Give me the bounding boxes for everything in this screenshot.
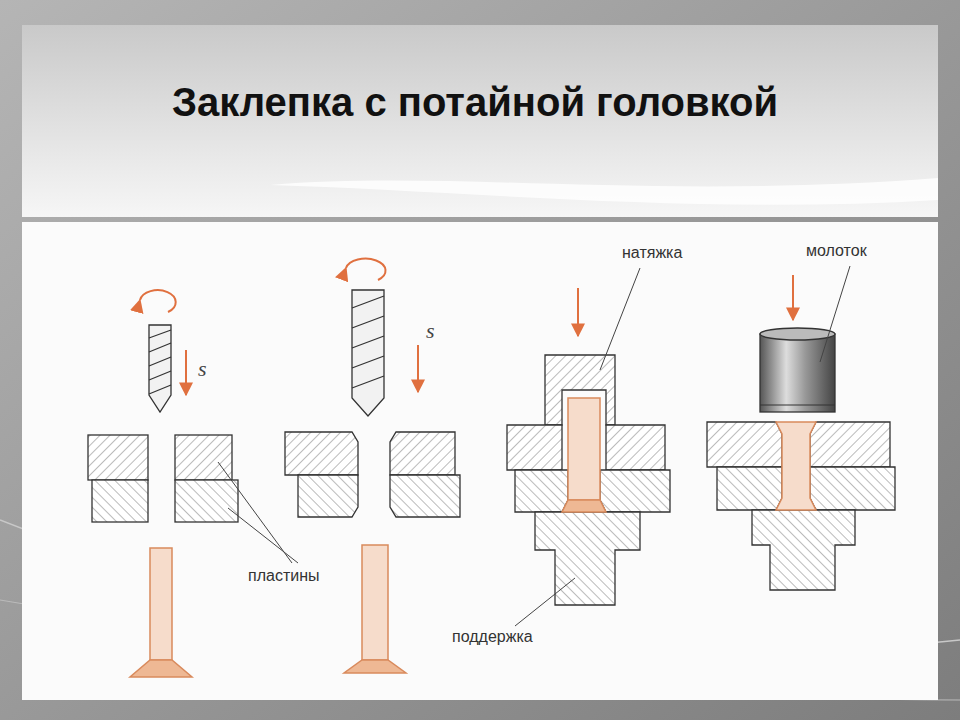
part-name: поддержка bbox=[452, 628, 533, 646]
feed-symbol: s bbox=[426, 318, 435, 344]
feed-symbol: s bbox=[198, 356, 207, 382]
part-name: натяжка bbox=[622, 244, 682, 262]
slide-title: Заклепка с потайной головкой bbox=[0, 80, 955, 125]
part-name: молоток bbox=[806, 242, 867, 260]
part-name: пластины bbox=[248, 567, 320, 585]
